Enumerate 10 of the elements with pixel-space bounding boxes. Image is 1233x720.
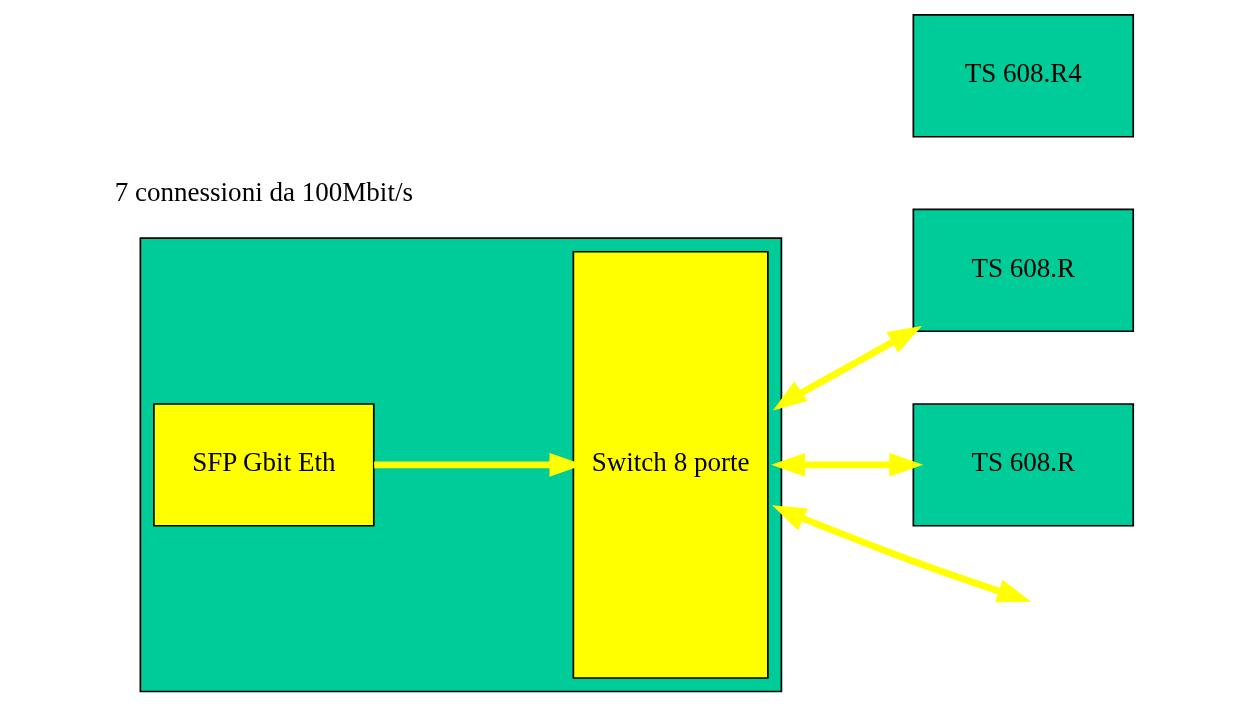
arrow [772, 325, 922, 411]
label: 7 connessioni da 100Mbit/s [114, 176, 413, 207]
node-box: Switch 8 porte [572, 250, 769, 679]
cluster [139, 237, 783, 693]
node-box: TS 608.R4 [912, 14, 1135, 138]
node-box: TS 608.R [912, 208, 1135, 333]
arrow [772, 505, 1032, 603]
arrow [771, 453, 924, 477]
node-box: TS 608.R [912, 403, 1135, 527]
node-box: SFP Gbit Eth [153, 403, 375, 527]
